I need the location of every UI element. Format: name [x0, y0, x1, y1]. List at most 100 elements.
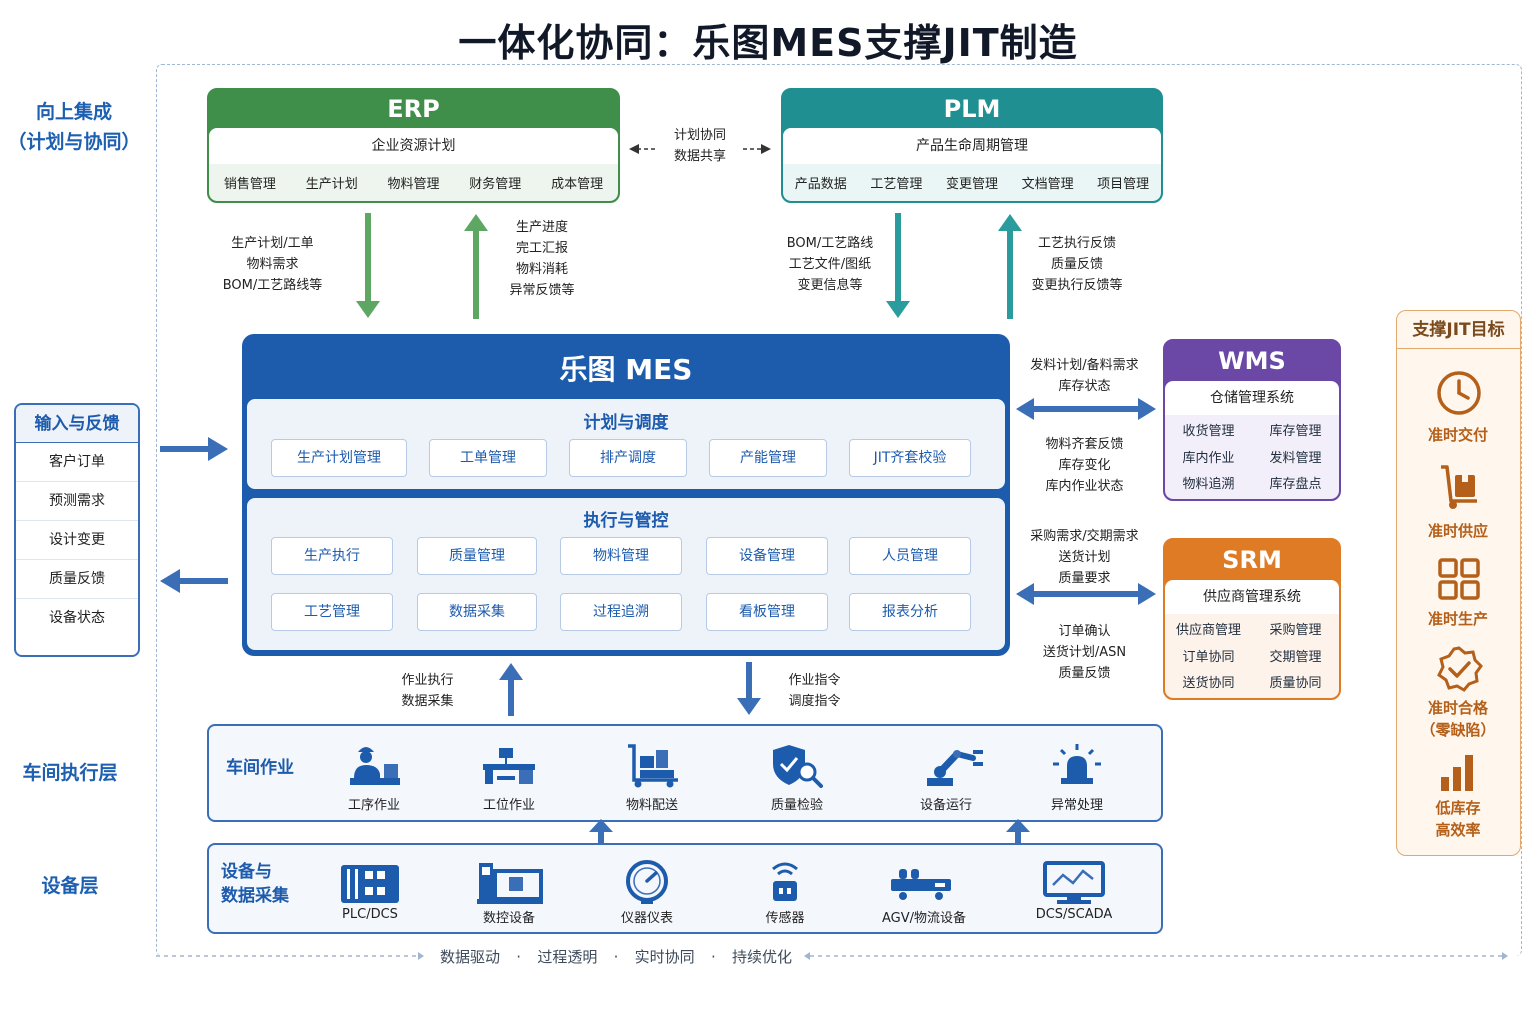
wms-module: 收货管理	[1182, 424, 1235, 439]
layer-label-device: 设备层	[41, 875, 99, 897]
footer-keyword: 过程透明	[537, 948, 598, 966]
plc-icon	[341, 865, 399, 903]
erp-module: 财务管理	[469, 177, 522, 192]
mes-module-button[interactable]: 质量管理	[417, 537, 537, 575]
mes-box[interactable]: 乐图 MES 计划与调度 生产计划管理 工单管理 排产调度 产能管理 JIT齐套…	[242, 334, 1010, 656]
erp-module: 销售管理	[223, 177, 276, 192]
mes-exec-title: 执行与管控	[583, 511, 669, 531]
mes-module-button[interactable]: 生产执行	[271, 537, 393, 575]
mes-wms-arrow	[1016, 398, 1156, 420]
input-item: 设计变更	[16, 521, 138, 560]
erp-plm-link-arrows	[629, 144, 771, 154]
device-to-floor-arrow	[1006, 819, 1030, 846]
footer-dot: ·	[710, 947, 716, 966]
quality-badge-icon	[1437, 646, 1483, 692]
plm-module: 文档管理	[1021, 177, 1074, 192]
jit-goal-label: 准时合格 （零缺陷）	[1420, 699, 1496, 739]
mes-module-button[interactable]: 排产调度	[569, 439, 687, 477]
worker-icon	[350, 747, 400, 785]
srm-module: 供应商管理	[1175, 623, 1241, 638]
gauge-icon	[626, 860, 668, 904]
wms-module: 库存盘点	[1269, 477, 1322, 493]
erp-module: 生产计划	[305, 177, 358, 192]
mes-module-button[interactable]: 过程追溯	[560, 593, 682, 631]
srm-module: 质量协同	[1269, 676, 1322, 692]
wms-module: 发料管理	[1269, 450, 1322, 466]
mes-plan-panel: 计划与调度 生产计划管理 工单管理 排产调度 产能管理 JIT齐套校验	[247, 399, 1005, 489]
mes-module-button[interactable]: 工单管理	[429, 439, 547, 477]
footer-keywords: 数据驱动 · 过程透明 · 实时协同 · 持续优化	[430, 946, 802, 967]
srm-module: 订单协同	[1182, 649, 1235, 665]
footer-dot: ·	[516, 947, 522, 966]
mes-module-button[interactable]: 生产计划管理	[271, 439, 407, 477]
mes-module-button[interactable]: 报表分析	[849, 593, 971, 631]
mes-module-button[interactable]: 看板管理	[706, 593, 828, 631]
agv-icon	[891, 869, 951, 900]
jit-goal-label: 准时生产	[1427, 610, 1488, 628]
device-item-label: DCS/SCADA	[1035, 907, 1113, 922]
floor-item-label: 设备运行	[919, 798, 972, 813]
erp-plm-link-label: 计划协同 数据共享	[673, 128, 726, 164]
bar-chart-icon	[1441, 755, 1473, 791]
erp-down-arrow	[356, 213, 380, 318]
device-item-label: 传感器	[765, 911, 805, 926]
wms-box[interactable]: WMS 仓储管理系统 收货管理 库存管理 库内作业 发料管理 物料追溯 库存盘点	[1163, 339, 1341, 501]
erp-module: 物料管理	[387, 177, 440, 192]
plm-down-arrow	[886, 213, 910, 318]
mes-srm-arrow	[1016, 583, 1156, 605]
page-title: 一体化协同：乐图MES支撑JIT制造	[458, 21, 1078, 65]
srm-module: 交期管理	[1269, 649, 1322, 665]
plm-box[interactable]: PLM 产品生命周期管理 产品数据 工艺管理 变更管理 文档管理 项目管理	[781, 88, 1163, 203]
device-layer-title: 设备与 数据采集	[221, 862, 289, 906]
mes-module-button[interactable]: JIT齐套校验	[849, 439, 971, 477]
plm-module: 产品数据	[794, 177, 847, 192]
footer-keyword: 数据驱动	[440, 948, 501, 966]
input-item: 设备状态	[49, 610, 105, 626]
plm-modules: 产品数据 工艺管理 变更管理 文档管理 项目管理	[783, 164, 1161, 201]
input-item: 客户订单	[16, 443, 138, 482]
jit-goals-title: 支撑JIT目标	[1397, 311, 1520, 349]
device-to-floor-arrow	[589, 819, 613, 846]
wms-module: 库内作业	[1182, 450, 1235, 466]
device-item-label: AGV/物流设备	[881, 911, 966, 926]
mes-module-button[interactable]: 设备管理	[706, 537, 828, 575]
cnc-icon	[477, 863, 543, 904]
input-item: 质量反馈	[16, 560, 138, 599]
diagram-frame	[156, 64, 1522, 956]
wms-subtitle: 仓储管理系统	[1165, 381, 1339, 415]
mes-module-button[interactable]: 产能管理	[709, 439, 827, 477]
device-layer-box: 设备与 数据采集 PLC/DCS 数控设备 仪器仪表 传感器	[207, 843, 1163, 934]
srm-module: 送货协同	[1182, 676, 1235, 692]
device-item-label: 数控设备	[482, 911, 535, 926]
plm-up-arrow	[998, 214, 1022, 319]
erp-down-label: 生产计划/工单 物料需求 BOM/工艺路线等	[222, 236, 323, 293]
hand-truck-icon	[1441, 465, 1477, 509]
mes-module-button[interactable]: 工艺管理	[271, 593, 393, 631]
grid-icon	[1438, 558, 1480, 600]
plm-module: 项目管理	[1097, 177, 1150, 192]
mes-module-button[interactable]: 物料管理	[560, 537, 682, 575]
srm-modules: 供应商管理 采购管理 订单协同 交期管理 送货协同 质量协同	[1165, 614, 1339, 698]
shop-floor-box: 车间作业 工序作业 工位作业 物料配送 质量检验	[207, 724, 1163, 822]
srm-from-label: 订单确认 送货计划/ASN 质量反馈	[1042, 624, 1127, 681]
floor-item-label: 工序作业	[347, 798, 400, 813]
jit-goal-label: 低库存 高效率	[1435, 799, 1481, 839]
mes-to-floor-label: 作业指令 调度指令	[788, 673, 841, 709]
erp-subtitle: 企业资源计划	[209, 128, 618, 164]
floor-item-label: 质量检验	[770, 798, 823, 813]
erp-box[interactable]: ERP 企业资源计划 销售管理 生产计划 物料管理 财务管理 成本管理	[207, 88, 620, 203]
footer-dot: ·	[613, 947, 619, 966]
floor-to-mes-arrow	[499, 663, 523, 716]
wms-module: 物料追溯	[1182, 477, 1235, 493]
mes-module-button[interactable]: 人员管理	[849, 537, 971, 575]
mes-module-button[interactable]: 数据采集	[417, 593, 537, 631]
erp-modules: 销售管理 生产计划 物料管理 财务管理 成本管理	[209, 164, 618, 201]
cart-icon	[628, 744, 678, 788]
srm-box[interactable]: SRM 供应商管理系统 供应商管理 采购管理 订单协同 交期管理 送货协同 质量…	[1163, 538, 1341, 700]
erp-title: ERP	[387, 95, 440, 123]
alarm-icon	[1053, 744, 1101, 784]
robot-arm-icon	[927, 750, 983, 786]
device-item-label: 仪器仪表	[620, 911, 673, 926]
wms-title: WMS	[1218, 347, 1286, 375]
jit-goal-label: 准时供应	[1427, 522, 1488, 540]
